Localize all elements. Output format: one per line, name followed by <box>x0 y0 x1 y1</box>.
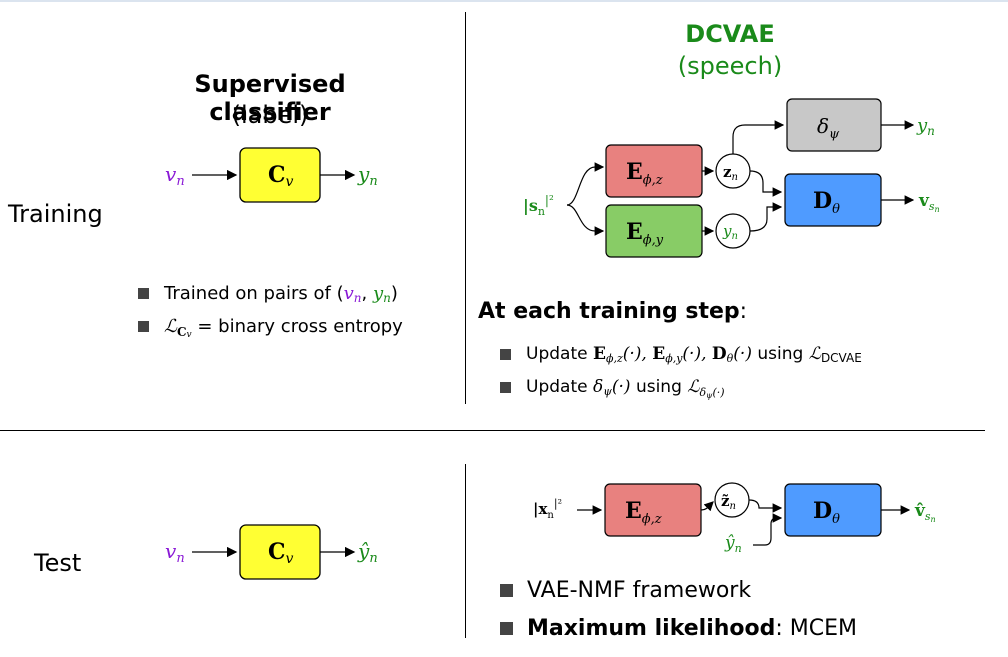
bullet-square <box>138 321 149 332</box>
svg-text:yn: yn <box>722 222 738 242</box>
encoder-y-block <box>605 204 703 258</box>
encoder-z-block <box>605 144 703 198</box>
delta-block <box>786 98 882 152</box>
svg-text:Dθ: Dθ <box>813 498 840 527</box>
svg-text:Eϕ,z: Eϕ,z <box>625 498 662 527</box>
right-title: DCVAE <box>685 20 775 48</box>
bullet-square <box>500 348 511 360</box>
horizontal-divider <box>0 430 985 431</box>
test-decoder-block <box>784 483 882 537</box>
test-label-input: ŷn <box>724 533 742 555</box>
bullet-square <box>500 381 511 393</box>
classifier-output-label: yn <box>357 162 378 189</box>
svg-text:Eϕ,z: Eϕ,z <box>626 159 663 188</box>
svg-text:Dθ: Dθ <box>813 188 840 217</box>
training-step-heading: At each training step: <box>478 299 748 324</box>
svg-text:z̃n: z̃n <box>721 492 736 512</box>
svg-text:ŷn: ŷn <box>357 539 378 566</box>
svg-text:δψ: δψ <box>817 114 840 142</box>
test-output-label: v̂sn <box>914 501 936 524</box>
svg-text:zn: zn <box>723 163 738 183</box>
test-encoder-block <box>604 483 702 537</box>
row-label-training: Training <box>8 200 103 228</box>
left-title: Supervised classifier <box>194 70 346 126</box>
svg-text:Cv: Cv <box>268 539 294 567</box>
vertical-divider-top <box>465 12 466 404</box>
decoder-block <box>784 173 882 227</box>
classifier-test-diagram: vn Cv ŷn <box>165 524 378 580</box>
svg-text:Cv: Cv <box>268 162 294 190</box>
delta-output-label: yn <box>916 115 935 138</box>
bullet-max-likelihood: Maximum likelihood: MCEM <box>500 616 857 641</box>
decoder-output-label: vsn <box>918 191 940 214</box>
dcvae-train-diagram: |sn|² Eϕ,z Eϕ,y zn yn δψ yn Dθ vsn <box>523 98 940 258</box>
bullet-square <box>138 288 149 299</box>
test-input-label: |xn|² <box>533 497 562 521</box>
svg-text:Eϕ,y: Eϕ,y <box>626 219 664 248</box>
right-subtitle: (speech) <box>677 52 783 80</box>
row-label-test: Test <box>34 549 82 577</box>
dcvae-test-diagram: |xn|² Eϕ,z z̃n ŷn Dθ v̂sn <box>533 482 936 555</box>
top-border <box>0 0 1008 2</box>
classifier-input-label: vn <box>165 162 185 189</box>
svg-text:vn: vn <box>165 539 185 566</box>
train-input-label: |sn|² <box>523 193 554 218</box>
left-subtitle: (label) <box>231 101 309 129</box>
vertical-divider-bottom <box>465 464 466 638</box>
bullet-square <box>500 622 513 635</box>
bullet-square <box>500 584 513 597</box>
classifier-train-diagram: vn Cv yn <box>165 147 378 203</box>
bullet-vae-nmf: VAE-NMF framework <box>500 578 751 603</box>
